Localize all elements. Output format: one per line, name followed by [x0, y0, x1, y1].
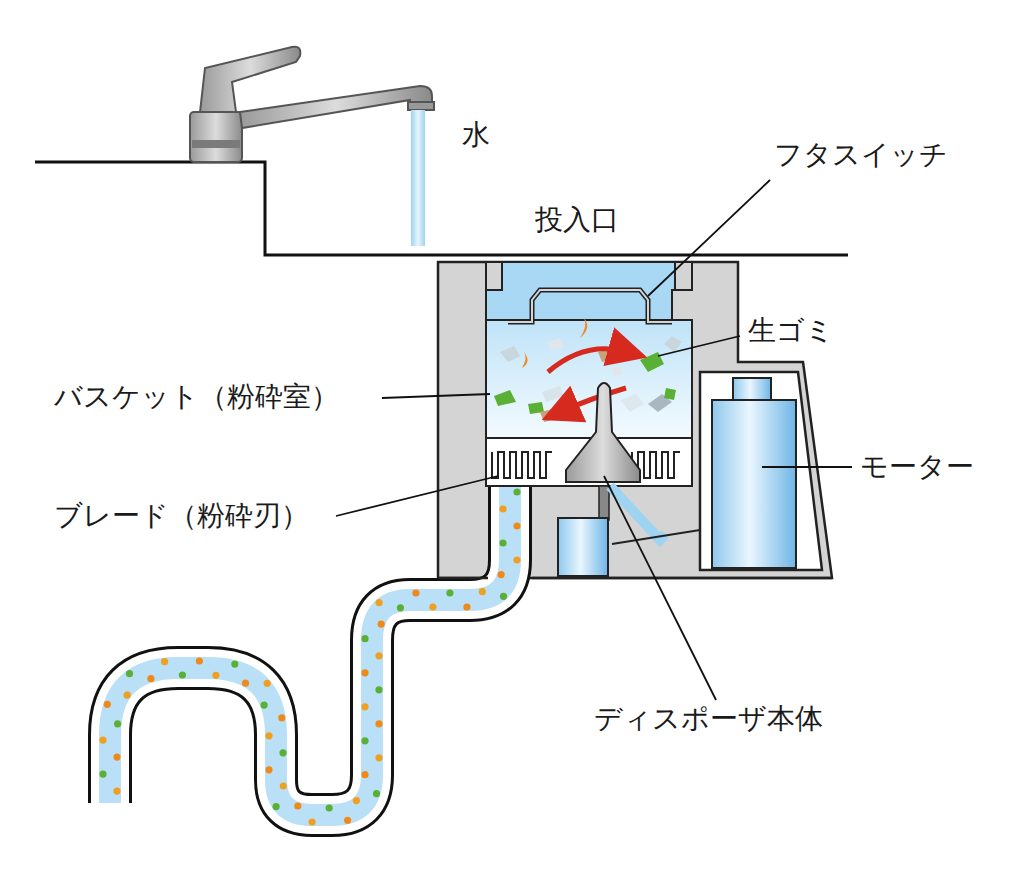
debris-dot	[113, 788, 120, 795]
debris-dot	[279, 749, 286, 756]
debris-dot	[500, 593, 507, 600]
debris-dot	[353, 797, 360, 804]
debris-dot	[273, 803, 280, 810]
debris-dot	[242, 680, 249, 687]
rotation-arrow	[560, 388, 626, 412]
debris-dot	[264, 680, 271, 687]
debris-dot	[375, 686, 382, 693]
debris-dot	[499, 505, 506, 512]
debris-dot	[373, 790, 380, 797]
debris-dot	[361, 703, 368, 710]
debris-dot	[375, 720, 382, 727]
debris-dot	[429, 603, 436, 610]
drive-block	[558, 518, 608, 576]
debris-dot	[361, 669, 368, 676]
lid-switch-label: フタスイッチ	[772, 138, 950, 172]
debris-dot	[104, 701, 111, 708]
debris-dot	[463, 603, 470, 610]
debris-dot	[446, 589, 453, 596]
debris-dot	[479, 588, 486, 595]
debris-dot	[124, 692, 131, 699]
debris-dot	[378, 621, 385, 628]
debris-dot	[147, 675, 154, 682]
debris-dot	[99, 771, 106, 778]
debris-dot	[196, 657, 203, 664]
debris-dot	[376, 599, 383, 606]
debris-dot	[375, 754, 382, 761]
inlet-label: 投入口	[533, 203, 621, 237]
debris-dot	[361, 635, 368, 642]
debris-dot	[513, 488, 520, 495]
debris-dot	[361, 737, 368, 744]
debris-dot	[294, 802, 301, 809]
debris-dot	[361, 771, 368, 778]
water-label: 水	[460, 118, 492, 152]
debris-dot	[309, 818, 316, 825]
debris-dot	[344, 817, 351, 824]
rotor-cone	[566, 383, 640, 482]
lid-switch	[508, 290, 672, 322]
debris-dot	[513, 522, 520, 529]
debris-dot	[179, 671, 186, 678]
body-label: ディスポーザ本体	[592, 702, 825, 736]
debris-dot	[397, 604, 404, 611]
debris-dot	[265, 766, 272, 773]
motor-label: モーター	[858, 450, 976, 484]
motor	[712, 378, 796, 568]
debris-dot	[114, 720, 121, 727]
debris-dot	[113, 754, 120, 761]
rotation-arrow	[548, 349, 628, 372]
basket-chamber	[486, 320, 692, 440]
food-waste	[494, 318, 682, 422]
debris-dot	[375, 652, 382, 659]
basket-label: バスケット（粉砕室）	[52, 380, 341, 414]
debris-dot	[161, 658, 168, 665]
debris-dot	[126, 670, 133, 677]
food-waste-label: 生ゴミ	[746, 314, 836, 348]
debris-dot	[498, 571, 505, 578]
counter-line	[35, 162, 848, 255]
debris-dot	[412, 589, 419, 596]
shaft	[599, 486, 609, 520]
debris-dot	[513, 556, 520, 563]
blade-label: ブレード（粉砕刃）	[52, 499, 311, 533]
debris-dot	[231, 661, 238, 668]
debris-dot	[278, 714, 285, 721]
belt-link	[610, 486, 665, 540]
debris-dot	[280, 782, 287, 789]
faucet	[190, 47, 434, 162]
debris-dot	[212, 672, 219, 679]
water-stream	[411, 110, 425, 246]
debris-dot	[499, 539, 506, 546]
debris-dot	[261, 702, 268, 709]
debris-dot	[99, 737, 106, 744]
debris-dot	[326, 804, 333, 811]
leader-lines	[336, 180, 852, 700]
debris-dot	[265, 732, 272, 739]
